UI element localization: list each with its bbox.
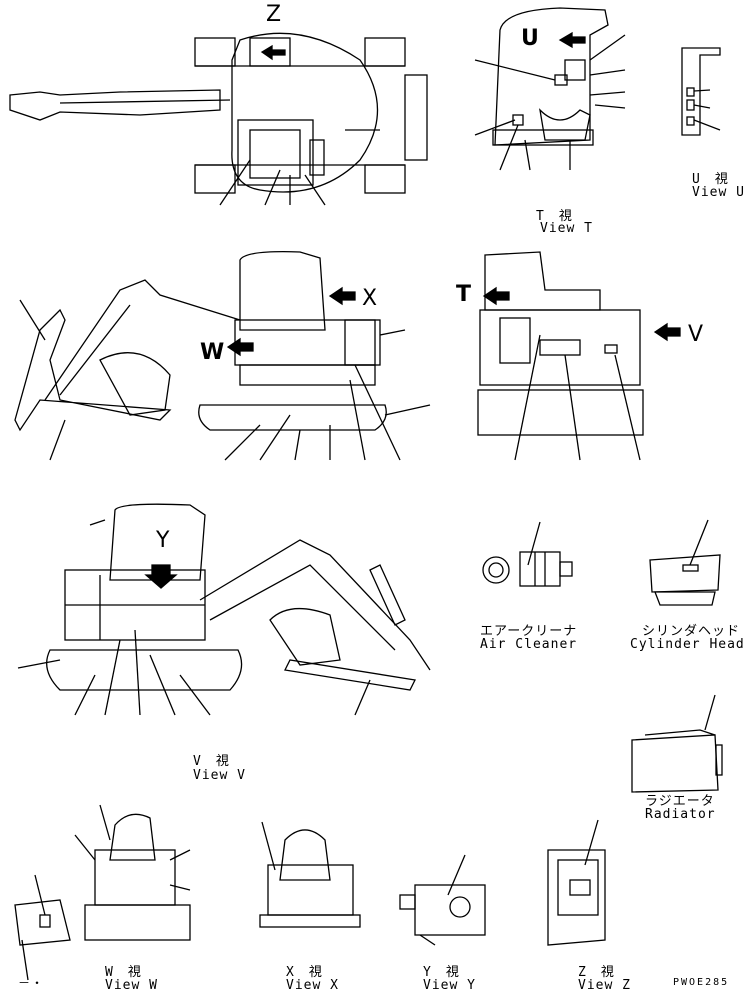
v-arrow-letter: V	[688, 322, 704, 347]
cylinder-head-jp-label: シリンダヘッド	[642, 624, 741, 639]
view-v-jp-label: V 視	[193, 754, 230, 769]
air-cleaner-jp-label: エアークリーナ	[480, 624, 578, 639]
cylinder-head-en-label: Cylinder Head	[630, 637, 745, 652]
air-cleaner-en-label: Air Cleaner	[480, 637, 578, 652]
view-u-letter: U	[521, 26, 539, 51]
x-arrow-letter: X	[362, 286, 378, 311]
view-w-jp-label: W 視	[105, 965, 142, 980]
view-t-en-label: View T	[540, 221, 593, 236]
drawing-code: PWOE285	[673, 977, 730, 988]
y-arrow-letter: Y	[156, 528, 170, 553]
t-arrow-letter: T	[456, 282, 472, 307]
view-x-en-label: View X	[286, 978, 339, 993]
view-z-en-label: View Z	[578, 978, 631, 993]
view-u-en-label: View U	[692, 185, 745, 200]
view-y-en-label: View Y	[423, 978, 476, 993]
view-u-drawing	[681, 47, 721, 136]
rear-view-drawing	[477, 251, 681, 461]
view-x-jp-label: X 視	[286, 965, 323, 980]
view-t-jp-label: T 視	[536, 209, 573, 224]
view-z-jp-label: Z 視	[578, 965, 615, 980]
view-w-drawing	[14, 804, 191, 981]
view-x-drawing	[259, 821, 361, 928]
top-view-z-letter: Z	[266, 2, 282, 27]
w-arrow-letter: W	[200, 340, 225, 365]
side-view-w-drawing	[14, 251, 431, 461]
view-w-en-label: View W	[105, 978, 158, 993]
corner-mark: －・	[18, 976, 45, 990]
view-t-drawing	[474, 7, 626, 171]
top-view-drawing	[9, 32, 428, 206]
cylinder-head-drawing	[649, 519, 721, 606]
view-u-jp-label: U 視	[692, 172, 729, 187]
view-v-drawing	[17, 503, 431, 716]
radiator-drawing	[631, 694, 723, 793]
radiator-jp-label: ラジエータ	[645, 794, 715, 809]
view-y-drawing	[399, 854, 486, 946]
view-y-jp-label: Y 視	[423, 965, 460, 980]
air-cleaner-drawing	[482, 521, 573, 587]
radiator-en-label: Radiator	[645, 807, 716, 822]
view-z-drawing	[547, 819, 606, 946]
view-v-en-label: View V	[193, 768, 246, 783]
